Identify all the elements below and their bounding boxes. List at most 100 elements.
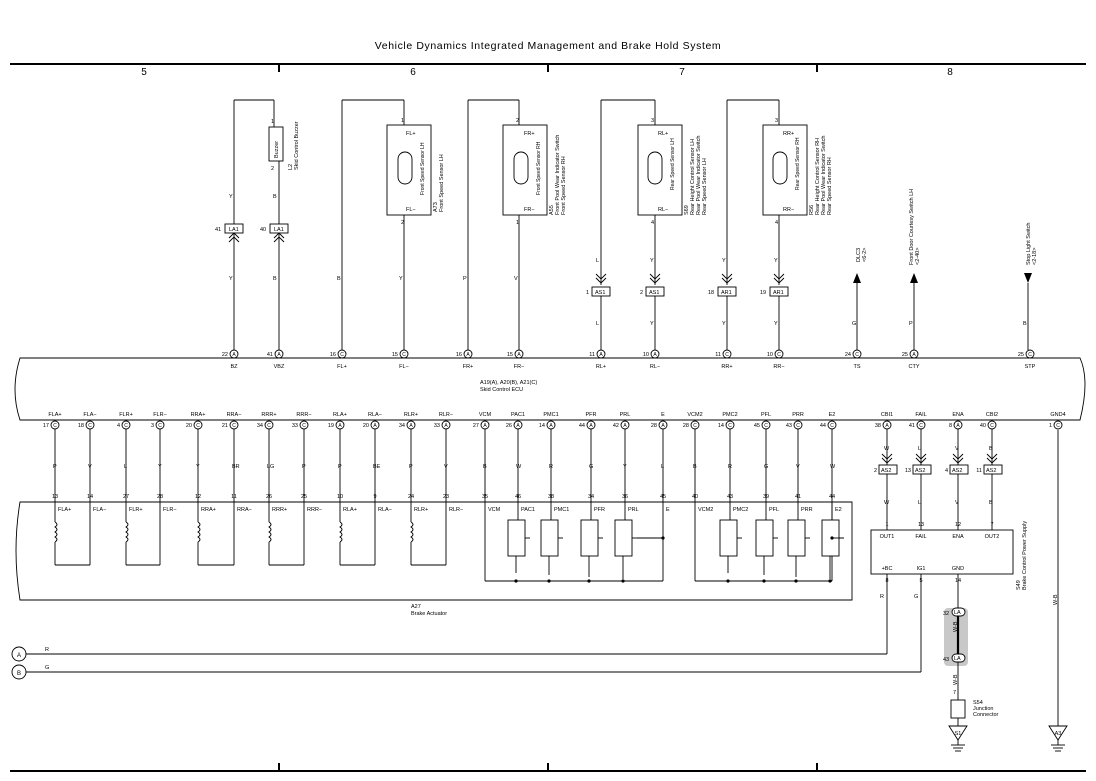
pin-number: 1 [586,290,589,296]
pin-number: 14 [87,494,93,500]
pin-number: 1 [271,119,274,125]
pin-label: VBZ [274,364,285,370]
wire-color: R [45,647,49,653]
wire-color: B [273,276,277,282]
wire-color: Y [158,464,162,470]
pin-label: FR+ [463,364,474,370]
wire-color: P [409,464,413,470]
rear-speed-sensor-lh: RL+ RL− 3 4 Rear Speed Sensor LH S69 Rea… [600,99,708,285]
actuator-terminal-label: PMC2 [733,507,748,513]
pin-number: 13 [905,468,911,474]
actuator-terminal-label: VCM [488,507,501,513]
actuator-terminal-label: PAC1 [521,507,535,513]
actuator-terminal-label: E [666,507,670,513]
pin-number: 40 [692,494,698,500]
ecu-pin: FLR+C4L [117,412,133,502]
connector-letter: C [302,423,306,429]
wire-color: V [88,464,92,470]
front-speed-sensor-rh: FR+ FR− 2 1 Front Speed Sensor RH A55 Fr… [467,99,567,350]
pin-number: 20 [186,423,192,429]
pin-label: E2 [829,412,836,418]
pin-number: 1 [1049,423,1052,429]
pin-label: PMC1 [543,412,558,418]
connector-label: LA [954,610,961,616]
actuator-terminal-label: PMC1 [554,507,569,513]
component-name: Rear Pool Wear Indicator Switch [696,136,702,215]
connector-label: LA [954,656,961,662]
connector-ar1: AR1 18 [708,273,737,350]
column-number: 5 [141,67,147,78]
component-name: Rear Height Control Sensor LH [690,139,696,215]
connector-letter: A [589,423,593,429]
connector-letter: A [517,352,521,358]
pin-number: 1 [516,220,519,226]
wire-color: W [884,500,890,506]
connector-letter: A [373,423,377,429]
actuator-terminal-label: RRA− [237,507,252,513]
wire-color: L [596,258,599,264]
pin-number: 12 [195,494,201,500]
connector-letter: C [990,423,994,429]
pin-label: RLR− [439,412,453,418]
wire-color: B [693,464,697,470]
component-code: S49 [1016,580,1022,590]
pin-number: 9 [373,494,376,500]
connector-letter: A [232,352,236,358]
wire-color: Y [196,464,200,470]
la-connector: LA 43 [943,653,966,663]
component-name: Skid Control Buzzer [294,121,300,170]
skid-control-buzzer: Buzzer 1 2 L2 Skid Control Buzzer [233,99,300,350]
connector-label: AR1 [773,290,784,296]
pin-number: 23 [443,494,449,500]
pin-label: VCM [479,412,492,418]
page-reference: <2-18> [1032,248,1038,265]
actuator-terminal-label: PRL [628,507,639,513]
connector-letter: C [855,352,859,358]
component-name: Connector [973,712,999,718]
actuator-terminal-label: E2 [835,507,842,513]
pin-label: FLR+ [119,412,133,418]
wire-color: BR [232,464,240,470]
pin-number: 44 [579,423,585,429]
actuator-terminal-label: RLR− [449,507,463,513]
connector-letter: C [796,423,800,429]
component-code: DLC3 [856,248,862,262]
wire-color: P [338,464,342,470]
component-name: Rear Pool Wear Indicator Switch [821,136,827,215]
pin-label: PMC2 [722,412,737,418]
pin-label: FL+ [337,364,347,370]
pin-label: RL− [650,364,660,370]
pin-number: 24 [408,494,414,500]
terminal-label: FL− [406,207,416,213]
skid-control-ecu [14,357,1086,421]
connector-letter: A [661,423,665,429]
wire-color: Y [774,258,778,264]
pin-number: 41 [267,352,273,358]
component-name: Front Pool Wear Indicator Switch [555,135,561,215]
column-number: 7 [679,67,685,78]
pin-number: 2 [640,290,643,296]
pin-number: 4 [117,423,120,429]
actuator-terminal-label: RRA+ [201,507,216,513]
ecu-pin: FLR−C3Y [151,412,167,502]
pin-number: 11 [589,352,595,358]
pin-label: FLA− [83,412,96,418]
connector-letter: C [777,352,781,358]
ecu-name: Skid Control ECU [480,387,523,393]
actuator-terminal-label: FLA+ [58,507,71,513]
rear-speed-sensor-rh: RR+ RR− 3 4 Rear Speed Sensor RH R56 Rea… [726,99,833,285]
pin-label: FAIL [915,534,926,540]
pin-number: 20 [363,423,369,429]
actuator-terminal-label: FLR+ [129,507,143,513]
